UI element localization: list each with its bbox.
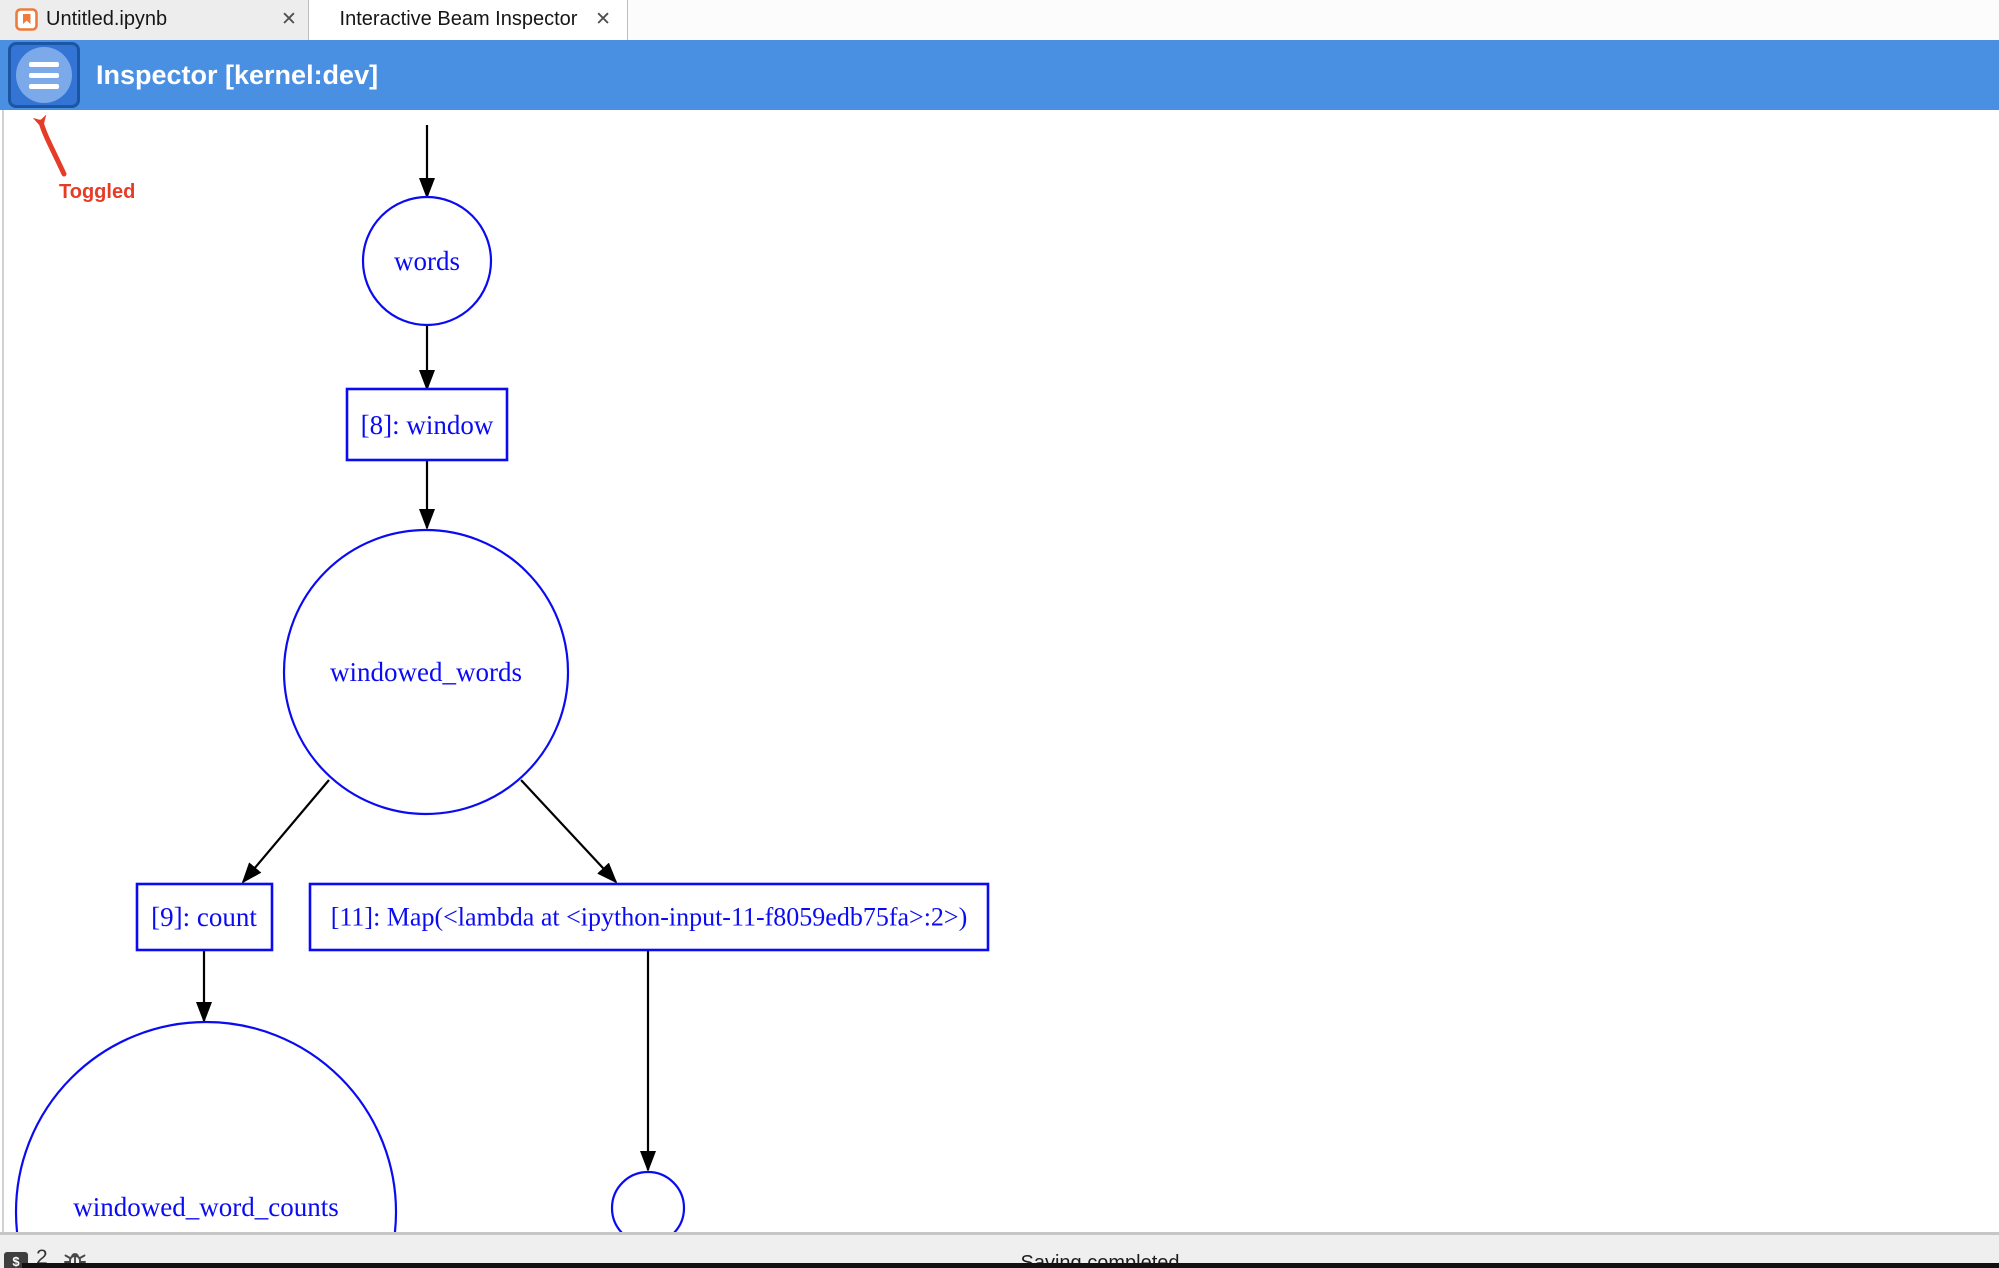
svg-text:windowed_word_counts: windowed_word_counts [73,1192,338,1222]
tab-beam-inspector[interactable]: Interactive Beam Inspector ✕ [309,0,628,40]
svg-text:[9]: count: [9]: count [151,902,257,932]
inspector-header: Inspector [kernel:dev] [0,40,1999,110]
node-window-transform[interactable]: [8]: window [345,387,509,462]
svg-text:[8]: window: [8]: window [361,410,494,440]
node-words-pcollection[interactable]: words [361,195,493,327]
tab-bar: Untitled.ipynb ✕ Interactive Beam Inspec… [0,0,1999,40]
notebook-icon [15,8,38,31]
svg-text:[11]: Map(<lambda at <ipython-: [11]: Map(<lambda at <ipython-input-11-f… [331,903,968,932]
node-unnamed-pcollection[interactable] [610,1170,686,1232]
svg-text:windowed_words: windowed_words [330,657,522,687]
close-icon[interactable]: ✕ [281,9,297,30]
bottom-edge [22,1263,1999,1268]
menu-toggle-button[interactable] [8,42,80,108]
svg-text:words: words [394,246,460,276]
terminal-count: 2 [36,1246,48,1268]
hamburger-icon [16,47,72,103]
node-windowed-word-counts-pcollection[interactable]: windowed_word_counts [14,1020,398,1232]
node-map-transform[interactable]: [11]: Map(<lambda at <ipython-input-11-f… [308,882,990,952]
node-windowed-words-pcollection[interactable]: windowed_words [282,528,570,816]
node-count-transform[interactable]: [9]: count [135,882,274,952]
annotation-label: Toggled [59,181,136,203]
close-icon[interactable]: ✕ [595,9,611,30]
edge-windowed-words-to-map [520,779,618,884]
tab-untitled-notebook[interactable]: Untitled.ipynb ✕ [0,0,309,40]
status-bar: $ 2 Saving completed [0,1232,1999,1268]
tab-label: Untitled.ipynb [46,8,168,30]
panel-left-border [2,110,4,1232]
bug-icon[interactable] [62,1248,88,1268]
tab-label: Interactive Beam Inspector [339,8,578,30]
pipeline-graph: words [8]: window windowed_words [9]: co… [14,125,990,1232]
page-title: Inspector [kernel:dev] [96,60,379,90]
edge-windowed-words-to-count [241,779,330,884]
